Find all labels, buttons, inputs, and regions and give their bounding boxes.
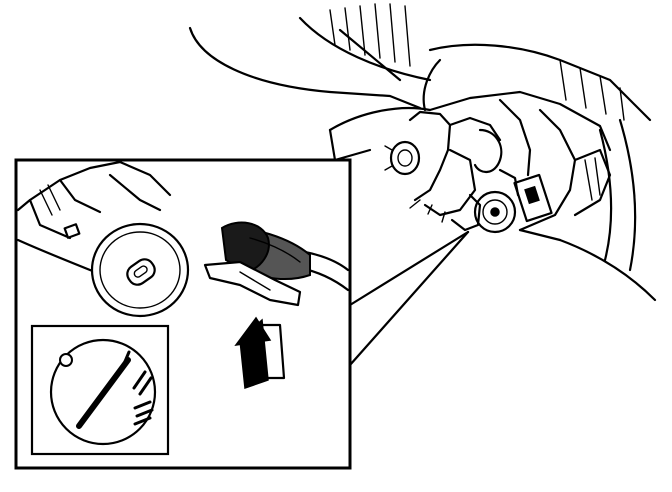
ignition-lock-closeup [16,160,190,318]
key-slot-indicator [76,357,131,429]
lock-position-dial [49,338,157,446]
dashboard-background [188,3,657,302]
connector-plug [203,221,350,307]
key-slot-icon [126,258,156,286]
position-marker-2 [132,370,153,396]
push-arrow [234,316,286,390]
position-marker-3 [133,400,154,426]
steering-column-assembly [328,90,612,234]
position-marker-0 [59,353,73,367]
callout-leader-lines [348,230,470,367]
